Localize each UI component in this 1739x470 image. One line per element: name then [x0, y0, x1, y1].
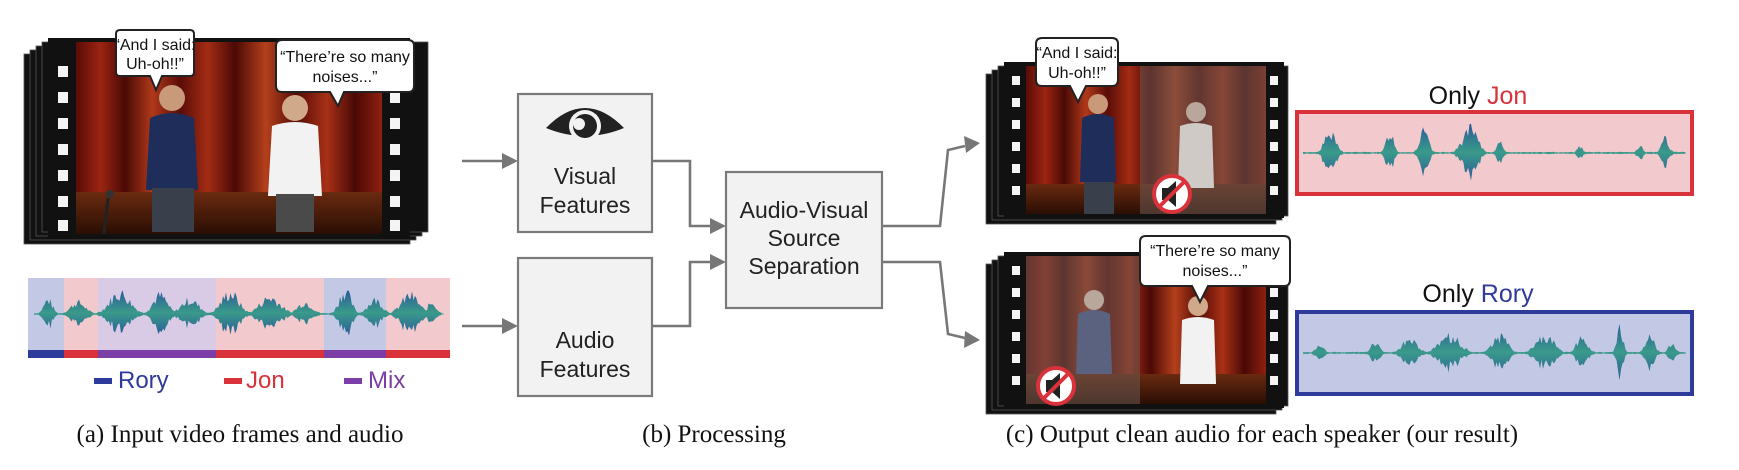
stage-floor [76, 192, 382, 234]
eye-icon [546, 108, 624, 142]
arrow-audio-to-separation [652, 254, 726, 328]
legend-label-jon: Jon [246, 367, 285, 394]
box-label: Features [540, 192, 631, 218]
speaker-rory [146, 85, 198, 232]
title-speaker-name: Jon [1487, 82, 1527, 110]
bubble-line: “And I said: [1037, 45, 1118, 62]
arrow-visual-to-separation [652, 159, 726, 234]
legend: Rory Jon Mix [94, 367, 405, 394]
speech-bubble-output-rory: “There’re so many noises...” [1139, 235, 1291, 305]
speaker-jon [268, 95, 322, 232]
caption-b: (b) Processing [642, 421, 786, 448]
legend-label-mix: Mix [368, 367, 405, 394]
visual-features-box: Visual Features [516, 92, 654, 234]
output-title-jon: Only Jon [1429, 82, 1528, 110]
box-label: Audio [556, 327, 615, 353]
arrow-audio-to-features [462, 318, 518, 334]
waveform-signal [34, 290, 444, 336]
speech-bubble-rory: “And I said: Uh-oh!!” [115, 29, 196, 93]
bubble-line: “And I said: [115, 37, 196, 54]
speech-bubble-output-jon: “And I said: Uh-oh!!” [1035, 37, 1119, 105]
input-waveform [28, 278, 450, 358]
caption-c: (c) Output clean audio for each speaker … [1006, 421, 1518, 448]
legend-label-rory: Rory [118, 367, 169, 394]
bubble-line: Uh-oh!!” [126, 56, 184, 73]
legend-swatch-rory [94, 378, 112, 384]
muted-speaker-icon [1036, 366, 1076, 406]
bubble-line: noises...” [313, 69, 378, 86]
waveform-signal [1303, 323, 1686, 381]
film-stack-output-jon [985, 62, 1289, 225]
title-prefix: Only [1429, 82, 1487, 110]
panel-c: “And I said: Uh-oh!!” Only Jon [985, 37, 1694, 448]
caption-a: (a) Input video frames and audio [77, 421, 404, 448]
title-prefix: Only [1422, 280, 1480, 308]
bubble-line: Uh-oh!!” [1048, 65, 1106, 82]
legend-swatch-jon [224, 378, 242, 384]
waveform-signal [1303, 123, 1686, 181]
muted-speaker-icon [1152, 174, 1192, 214]
box-label: Visual [554, 163, 616, 189]
film-stack-input [23, 38, 429, 245]
bubble-line: “There’re so many [280, 49, 410, 66]
output-waveform-jon [1295, 110, 1694, 196]
title-speaker-name: Rory [1481, 280, 1534, 308]
separation-box: Audio-Visual Source Separation [724, 170, 884, 310]
output-waveform-rory [1295, 310, 1694, 396]
panel-b: Visual Features Audio Features Audio-Vis… [462, 92, 980, 448]
legend-swatch-mix [344, 378, 362, 384]
audio-features-box: Audio Features [516, 256, 654, 398]
output-title-rory: Only Rory [1422, 280, 1534, 308]
arrow-separation-to-bottom [882, 260, 980, 348]
bubble-line: noises...” [1183, 263, 1248, 280]
box-label: Features [540, 356, 631, 382]
arrow-video-to-visual [462, 153, 518, 169]
speech-bubble-jon: “There’re so many noises...” [275, 39, 415, 109]
box-label: Audio-Visual [740, 197, 869, 223]
panel-a: “And I said: Uh-oh!!” “There’re so many … [23, 29, 450, 448]
box-label: Source [768, 225, 841, 251]
bubble-line: “There’re so many [1150, 243, 1280, 260]
box-label: Separation [748, 253, 859, 279]
film-sprocket-holes [1012, 76, 1278, 195]
arrow-separation-to-top [882, 136, 980, 228]
microphone-icon [102, 190, 114, 235]
film-sprocket-holes [58, 66, 400, 231]
